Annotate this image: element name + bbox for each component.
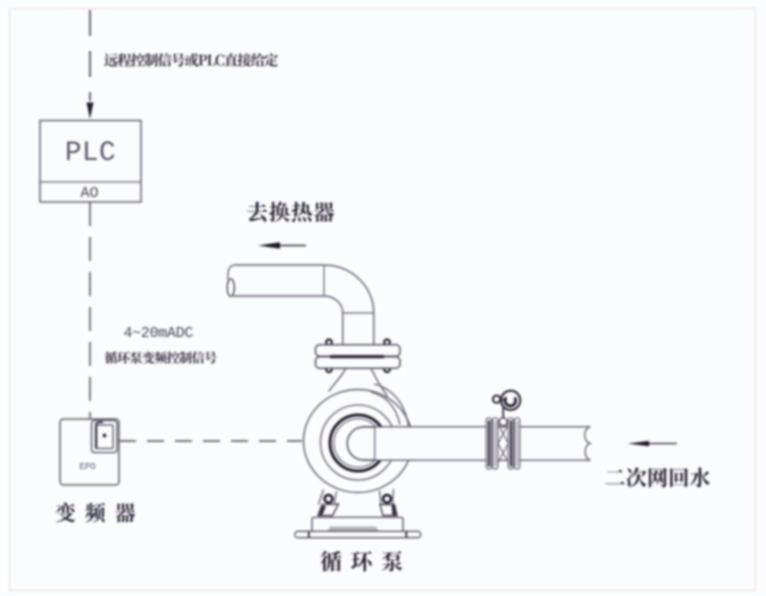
svg-text:AO: AO bbox=[80, 185, 98, 202]
svg-text:PLC: PLC bbox=[65, 138, 116, 169]
svg-text:4~20mADC: 4~20mADC bbox=[124, 325, 194, 342]
svg-text:EPO: EPO bbox=[80, 462, 96, 472]
